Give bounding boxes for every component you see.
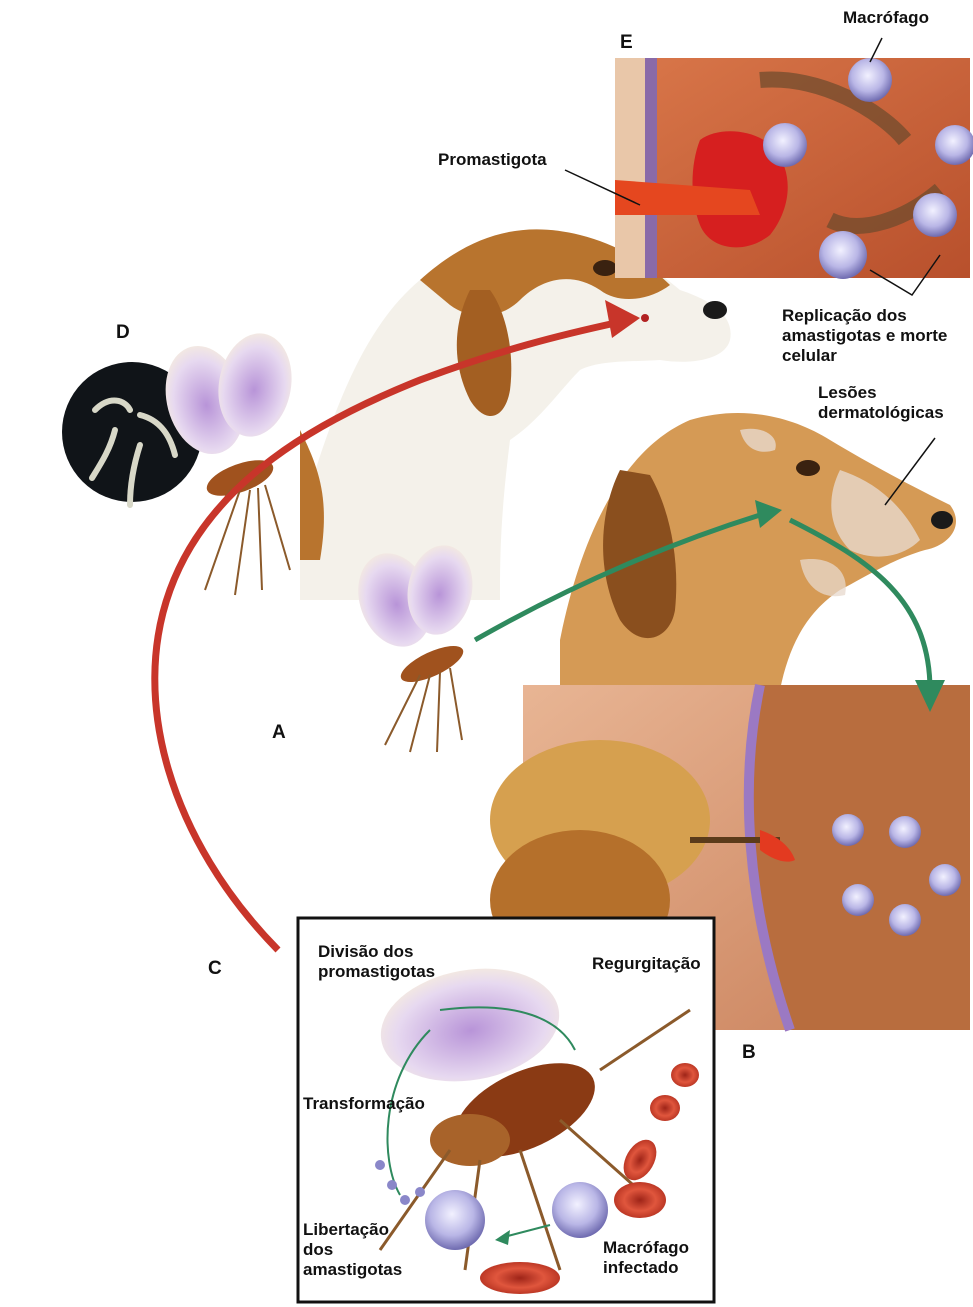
infected-dog-illustration bbox=[560, 413, 956, 690]
label-libertacao-amastigotas: Libertação dos amastigotas bbox=[303, 1220, 402, 1280]
letter-b: B bbox=[742, 1042, 756, 1064]
label-macrofago-infectado: Macrófago infectado bbox=[603, 1238, 689, 1278]
label-lesoes-dermatologicas: Lesões dermatológicas bbox=[818, 383, 944, 423]
letter-a: A bbox=[272, 722, 286, 744]
label-macrofago: Macrófago bbox=[843, 8, 929, 28]
label-transformacao: Transformação bbox=[303, 1094, 425, 1114]
label-regurgitacao: Regurgitação bbox=[592, 954, 701, 974]
letter-d: D bbox=[116, 322, 130, 344]
label-replicacao: Replicação dos amastigotas e morte celul… bbox=[782, 306, 947, 366]
letter-e: E bbox=[620, 32, 633, 54]
panel-e-skin-tissue bbox=[615, 58, 973, 279]
label-divisao-promastigotas: Divisão dos promastigotas bbox=[318, 942, 435, 982]
label-promastigota: Promastigota bbox=[438, 150, 547, 170]
sand-fly-bottom bbox=[346, 540, 480, 752]
letter-c: C bbox=[208, 958, 222, 980]
